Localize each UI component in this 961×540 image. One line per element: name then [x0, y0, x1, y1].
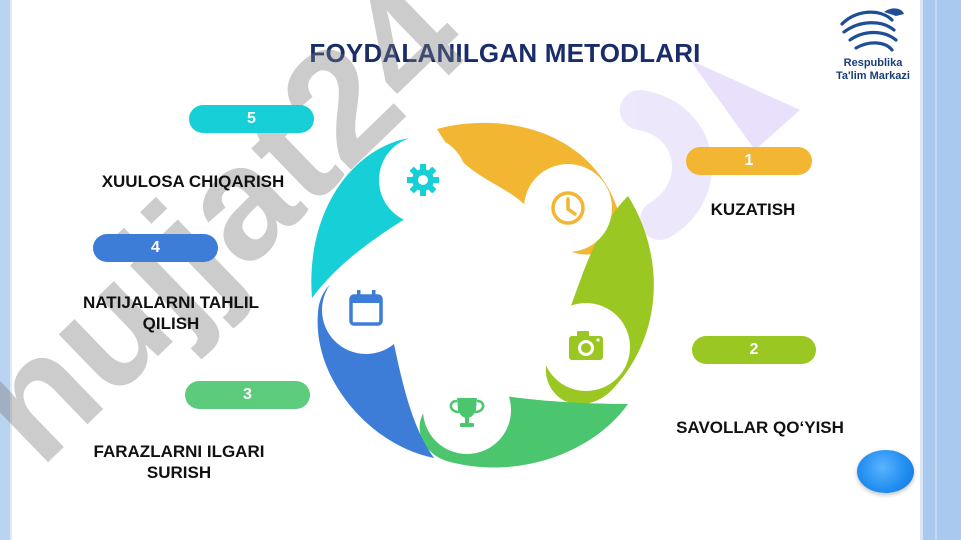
calendar-icon	[349, 290, 383, 326]
icon-circle-calendar	[322, 266, 410, 354]
step-2-label-line1: SAVOLLAR QO‘YISH	[676, 418, 844, 437]
logo-text: Respublika Ta'lim Markazi	[818, 57, 928, 83]
icon-circle-clock	[524, 164, 612, 252]
right-border	[923, 0, 961, 540]
step-4-label: NATIJALARNI TAHLIL QILISH	[40, 292, 302, 334]
left-border	[0, 0, 10, 540]
trophy-icon	[449, 398, 485, 427]
step-3-label-line2: SURISH	[146, 463, 212, 482]
step-5-number: 5	[189, 105, 314, 133]
logo-line1: Respublika	[843, 57, 903, 69]
icon-circle-camera	[542, 303, 630, 391]
step-2-label: SAVOLLAR QO‘YISH	[640, 417, 880, 438]
slide-title: FOYDALANILGAN METODLARI	[309, 38, 701, 68]
right-border-stripe-inner	[935, 0, 937, 540]
camera-icon	[569, 331, 603, 360]
right-border-stripe	[920, 0, 923, 540]
step-3-label-line1: FARAZLARNI ILGARI	[93, 442, 265, 461]
step-3-number: 3	[185, 381, 310, 409]
step-2-number: 2	[692, 336, 816, 364]
navigation-ball-button[interactable]	[857, 450, 914, 493]
clock-icon	[551, 191, 585, 225]
step-1-label-line1: KUZATISH	[710, 200, 796, 219]
step-3-label: FARAZLARNI ILGARI SURISH	[48, 441, 310, 483]
step-1-label: KUZATISH	[680, 199, 826, 220]
step-1-number: 1	[686, 147, 812, 175]
step-5-label: XUULOSA CHIQARISH	[62, 171, 324, 192]
icon-circle-gear	[379, 136, 467, 224]
gear-icon	[407, 164, 439, 196]
watermark-accent	[620, 60, 800, 240]
step-4-label-line2: QILISH	[142, 314, 200, 333]
step-4-number: 4	[93, 234, 218, 262]
left-border-inner	[10, 0, 12, 540]
icon-circle-trophy	[423, 366, 511, 454]
step-4-label-line1: NATIJALARNI TAHLIL	[83, 293, 259, 312]
step-5-label-line1: XUULOSA CHIQARISH	[101, 172, 285, 191]
logo-line2: Ta'lim Markazi	[836, 70, 910, 82]
logo-icon	[840, 8, 904, 52]
